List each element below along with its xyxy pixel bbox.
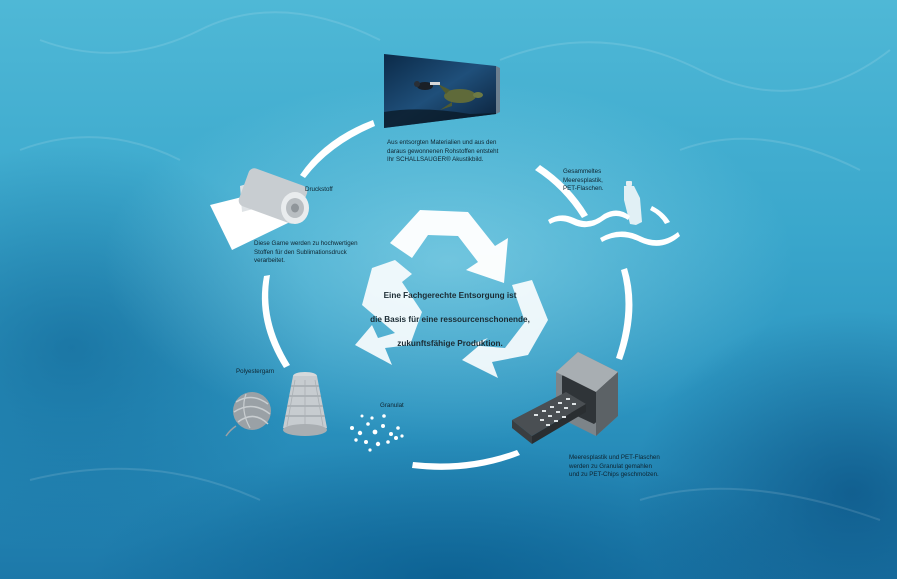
arc-image-to-plastic <box>535 165 588 218</box>
arc-image-to-fabric <box>300 120 375 178</box>
step-image-caption: Aus entsorgten Materialien und aus den d… <box>387 139 499 164</box>
center-line-2: die Basis für eine ressourcenschonende, <box>370 315 530 324</box>
recycle-arrow-left <box>355 260 422 365</box>
center-line-3: zukunftsfähige Produktion. <box>397 339 503 348</box>
pellets-icon <box>350 414 404 452</box>
fabric-roll-icon <box>210 168 309 250</box>
yarn-spool-icon <box>283 372 327 436</box>
arc-yarn-to-fabric <box>261 275 290 368</box>
step-fabric-label: Druckstoff <box>305 186 333 193</box>
step-plastic-caption: Gesammeltes Meeresplastik, PET-Flaschen. <box>563 168 604 193</box>
center-line-1: Eine Fachgerechte Entsorgung ist <box>383 291 517 300</box>
yarn-ball-icon <box>225 392 271 437</box>
machine-icon <box>512 352 618 444</box>
center-statement: Eine Fachgerechte Entsorgung ist die Bas… <box>355 284 545 356</box>
diver-icon <box>414 81 440 90</box>
turtle-icon <box>438 84 483 110</box>
step-machine-caption: Meeresplastik und PET-Flaschen werden zu… <box>569 454 660 479</box>
step-fabric-caption: Diese Garne werden zu hochwertigen Stoff… <box>254 240 358 265</box>
wave-icon <box>548 206 680 246</box>
step-granulate-label: Granulat <box>380 402 404 409</box>
chips-icon <box>534 398 576 426</box>
recycle-arrow-top <box>390 210 508 283</box>
arc-machine-to-granulate <box>412 450 520 470</box>
recycle-arrow-right <box>462 280 548 378</box>
step-yarn-label: Polyestergarn <box>236 368 275 375</box>
arc-plastic-to-machine <box>616 268 633 360</box>
